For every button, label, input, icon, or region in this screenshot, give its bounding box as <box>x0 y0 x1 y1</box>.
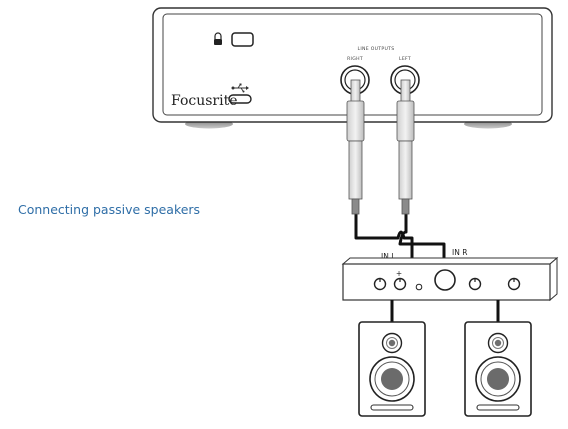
speaker-port <box>370 404 414 411</box>
jack-plug-right <box>346 79 365 215</box>
speaker-right <box>464 321 532 417</box>
amp-knob-1 <box>373 277 387 291</box>
amp-volume-knob <box>434 269 456 291</box>
usb-c-port-icon <box>228 94 252 104</box>
speaker-woofer-icon <box>475 356 521 402</box>
speaker-woofer-icon <box>369 356 415 402</box>
cable-right <box>398 214 446 262</box>
speaker-port <box>476 404 520 411</box>
amp-knob-2 <box>393 277 407 291</box>
output-left-label: LEFT <box>399 56 411 62</box>
amp-input-left-label: IN L <box>381 252 396 261</box>
amp-led <box>415 283 423 291</box>
lock-icon <box>214 32 222 45</box>
speaker-tweeter-icon <box>381 332 403 354</box>
output-right-label: RIGHT <box>347 56 363 62</box>
cable-left <box>354 214 414 262</box>
usb-icon <box>231 83 249 93</box>
speaker-tweeter-icon <box>487 332 509 354</box>
amp-control-mark: + <box>396 269 402 278</box>
amplifier: IN L IN R + <box>341 248 559 302</box>
line-outputs-heading: LINE OUTPUTS <box>358 46 395 52</box>
jack-plug-left <box>396 79 415 215</box>
amp-input-right-label: IN R <box>452 248 467 257</box>
amp-knob-4 <box>507 277 521 291</box>
amp-knob-3 <box>468 277 482 291</box>
diagram-caption: Connecting passive speakers <box>18 202 200 217</box>
brand-logo: Focusrite <box>171 93 238 109</box>
audio-interface: Focusrite LINE OUTPUTS RIGHT LEFT <box>152 7 553 129</box>
speaker-left <box>358 321 426 417</box>
security-slot <box>231 32 254 47</box>
